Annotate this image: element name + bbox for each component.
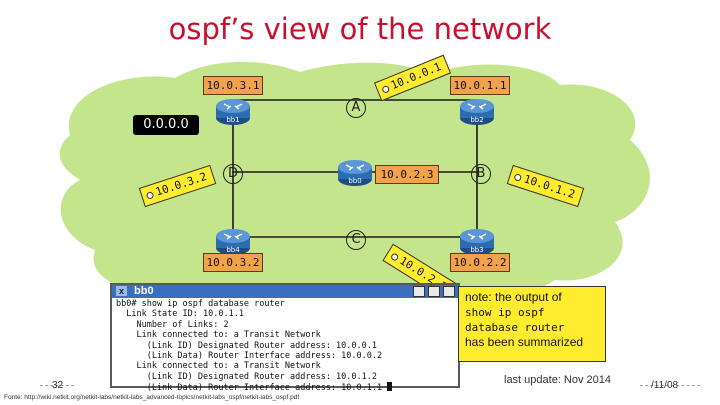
terminal-title-bar[interactable]: x bb0 [112,285,458,298]
terminal-window[interactable]: x bb0 bb0# show ip ospf database router … [110,283,460,393]
footer-rule-right [640,385,700,386]
maximize-icon[interactable] [428,286,440,297]
close-icon[interactable] [443,286,455,297]
terminal-window-controls [413,286,455,297]
footer-rule-left [40,385,74,386]
note-line-4: has been summarized [465,335,584,349]
last-update: last update: Nov 2014 [504,374,612,386]
terminal-line: (Link ID) Designated Router address: 10.… [116,340,377,351]
router-name-bb4: bb4 [226,246,240,254]
terminal-cursor [387,382,393,392]
link-label-a: A [346,98,366,118]
link-label-b: B [471,164,491,184]
terminal-line: (Link Data) Router Interface address: 10… [116,383,383,394]
address-box-bb4: 10.0.3.2 [203,253,263,272]
router-icon-bb0: bb0 [338,160,372,186]
terminal-line: (Link Data) Router Interface address: 10… [116,351,383,362]
router-name-bb1: bb1 [226,116,239,124]
router-icon-bb4: bb4 [216,229,250,255]
terminal-output[interactable]: bb0# show ip ospf database router Link S… [112,298,458,395]
note-line-2: show ip ospf [465,306,545,319]
router-icon-bb3: bb3 [460,229,494,255]
terminal-line: Link State ID: 10.0.1.1 [116,309,244,320]
router-name-bb2: bb2 [470,116,483,124]
note-callout: note: the output of show ip ospf databas… [458,286,606,362]
terminal-line: (Link ID) Designated Router address: 10.… [116,371,377,382]
address-box-bb2: 10.0.1.1 [450,76,510,95]
footer-date: /11/08 [651,380,679,391]
minimize-icon[interactable] [413,286,425,297]
address-box-bb1: 10.0.3.1 [203,76,263,95]
note-line-3: database router [465,321,565,334]
page-number: 32 [52,380,64,391]
router-name-bb0: bb0 [348,177,361,185]
address-box-bb3: 10.0.2.2 [450,253,510,272]
router-name-bb3: bb3 [470,246,483,254]
note-line-1: note: the output of [465,290,562,304]
terminal-line: Link connected to: a Transit Network [116,330,321,341]
link-label-c: C [346,230,366,250]
router-icon-bb2: bb2 [460,99,494,125]
terminal-title: bb0 [134,285,154,297]
router-icon-bb1: bb1 [216,99,250,125]
terminal-line: Number of Links: 2 [116,319,229,330]
slide-title: ospf’s view of the network [168,12,552,46]
address-box-bb0: 10.0.2.3 [375,165,439,184]
source-link[interactable]: Fonte: http://wiki.netkit.org/netkit-lab… [4,394,300,401]
terminal-menu-icon[interactable]: x [116,286,127,296]
link-label-d: D [223,164,243,184]
area-label: 0.0.0.0 [133,115,199,135]
terminal-line: bb0# show ip ospf database router [116,299,285,309]
terminal-line: Link connected to: a Transit Network [116,361,321,372]
